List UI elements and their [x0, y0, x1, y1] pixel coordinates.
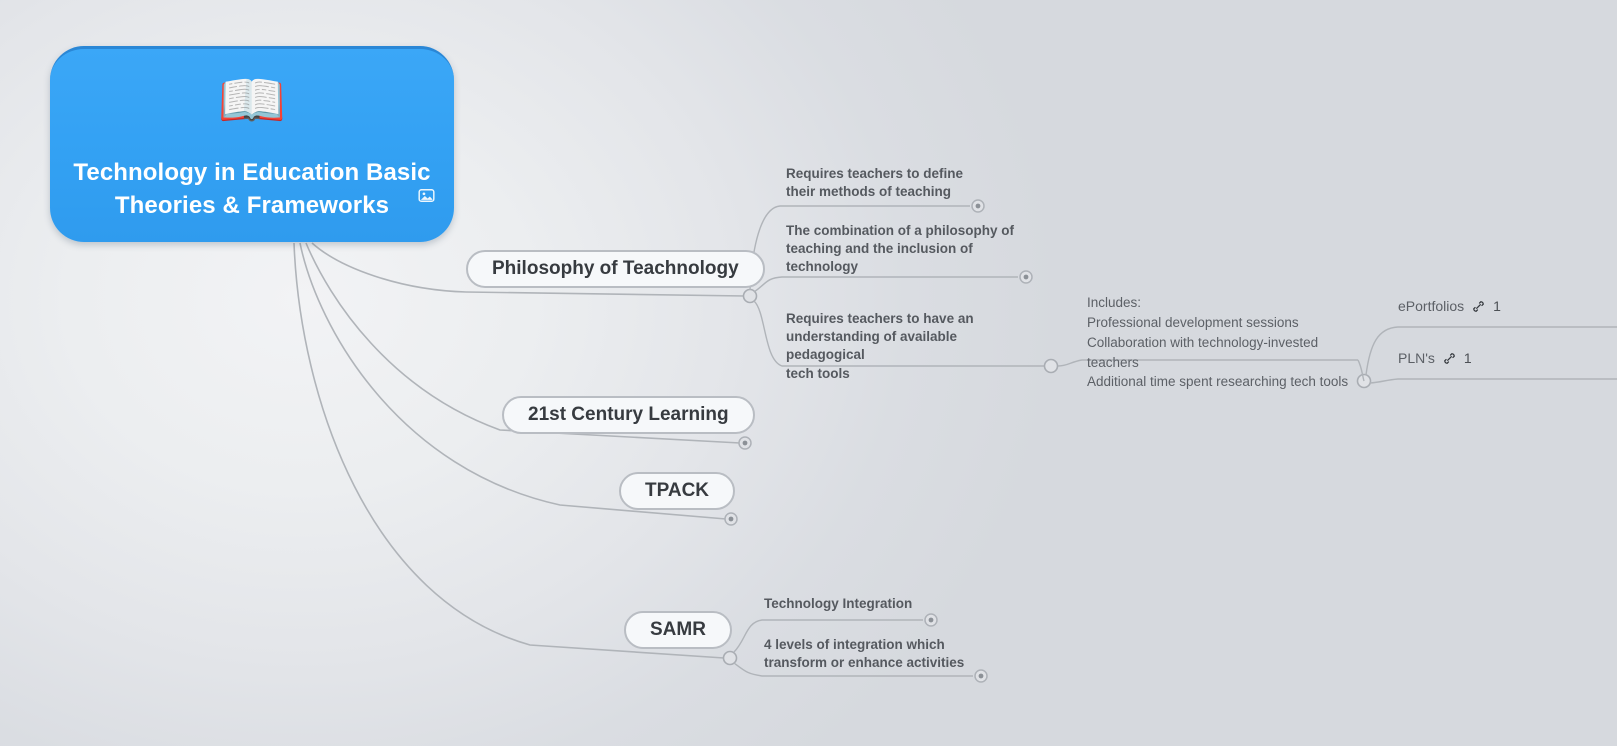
leaf-dot-21st	[742, 440, 748, 446]
branch-label: Philosophy of Teachnology	[492, 258, 739, 279]
link-count: 1	[1493, 298, 1501, 314]
joint-p3	[1043, 358, 1059, 374]
link-philosophy-p2	[753, 276, 1018, 293]
leaf-endpoint-p1	[971, 199, 985, 213]
branch-label: TPACK	[645, 480, 710, 501]
leaf-dot-p2	[1023, 274, 1029, 280]
link-icon[interactable]	[1442, 351, 1457, 366]
leaf-node-define-methods[interactable]: Requires teachers to define their method…	[786, 166, 964, 200]
leaf-endpoint-tpack	[724, 512, 738, 526]
leaf-endpoint-s1	[924, 613, 938, 627]
branch-node-samr[interactable]: SAMR	[624, 611, 732, 649]
link-root-samr	[293, 242, 725, 659]
leaf-dot-s1	[928, 617, 934, 623]
leaf-node-four-levels[interactable]: 4 levels of integration which transform …	[764, 637, 965, 671]
leaf-node-eportfolios[interactable]: ePortfolios 1	[1398, 298, 1501, 314]
branch-label: SAMR	[650, 619, 706, 640]
root-node[interactable]: 📖 Technology in Education Basic Theories…	[50, 46, 454, 242]
plns-label: PLN's	[1398, 350, 1435, 366]
joint-philosophy	[742, 288, 758, 304]
branch-label: 21st Century Learning	[528, 404, 729, 425]
leaf-dot-s2	[978, 673, 984, 679]
leaf-endpoint-p2	[1019, 270, 1033, 284]
link-count: 1	[1463, 350, 1472, 366]
image-icon[interactable]	[418, 187, 435, 204]
link-p3a-plns	[1369, 378, 1617, 384]
link-icon[interactable]	[1471, 299, 1486, 314]
branch-node-tpack[interactable]: TPACK	[619, 472, 736, 510]
leaf-node-includes-list[interactable]: Includes: Professional development sessi…	[1087, 295, 1349, 390]
branch-node-philosophy[interactable]: Philosophy of Teachnology	[466, 250, 765, 288]
open-book-emoji: 📖	[217, 69, 287, 131]
leaf-node-pedagogical-tools[interactable]: Requires teachers to have an understandi…	[786, 311, 974, 381]
leaf-dot-p1	[975, 203, 981, 209]
eportfolios-label: ePortfolios	[1398, 298, 1465, 314]
leaf-node-plns[interactable]: PLN's 1	[1398, 350, 1472, 366]
leaf-node-combination-philosophy[interactable]: The combination of a philosophy of teach…	[786, 223, 1014, 275]
branch-node-21st-century-learning[interactable]: 21st Century Learning	[502, 396, 755, 434]
leaf-dot-tpack	[728, 516, 734, 522]
leaf-endpoint-21st	[738, 436, 752, 450]
joint-samr	[722, 650, 738, 666]
leaf-node-technology-integration[interactable]: Technology Integration	[764, 596, 913, 611]
root-node-title: Technology in Education Basic Theories &…	[73, 159, 431, 219]
